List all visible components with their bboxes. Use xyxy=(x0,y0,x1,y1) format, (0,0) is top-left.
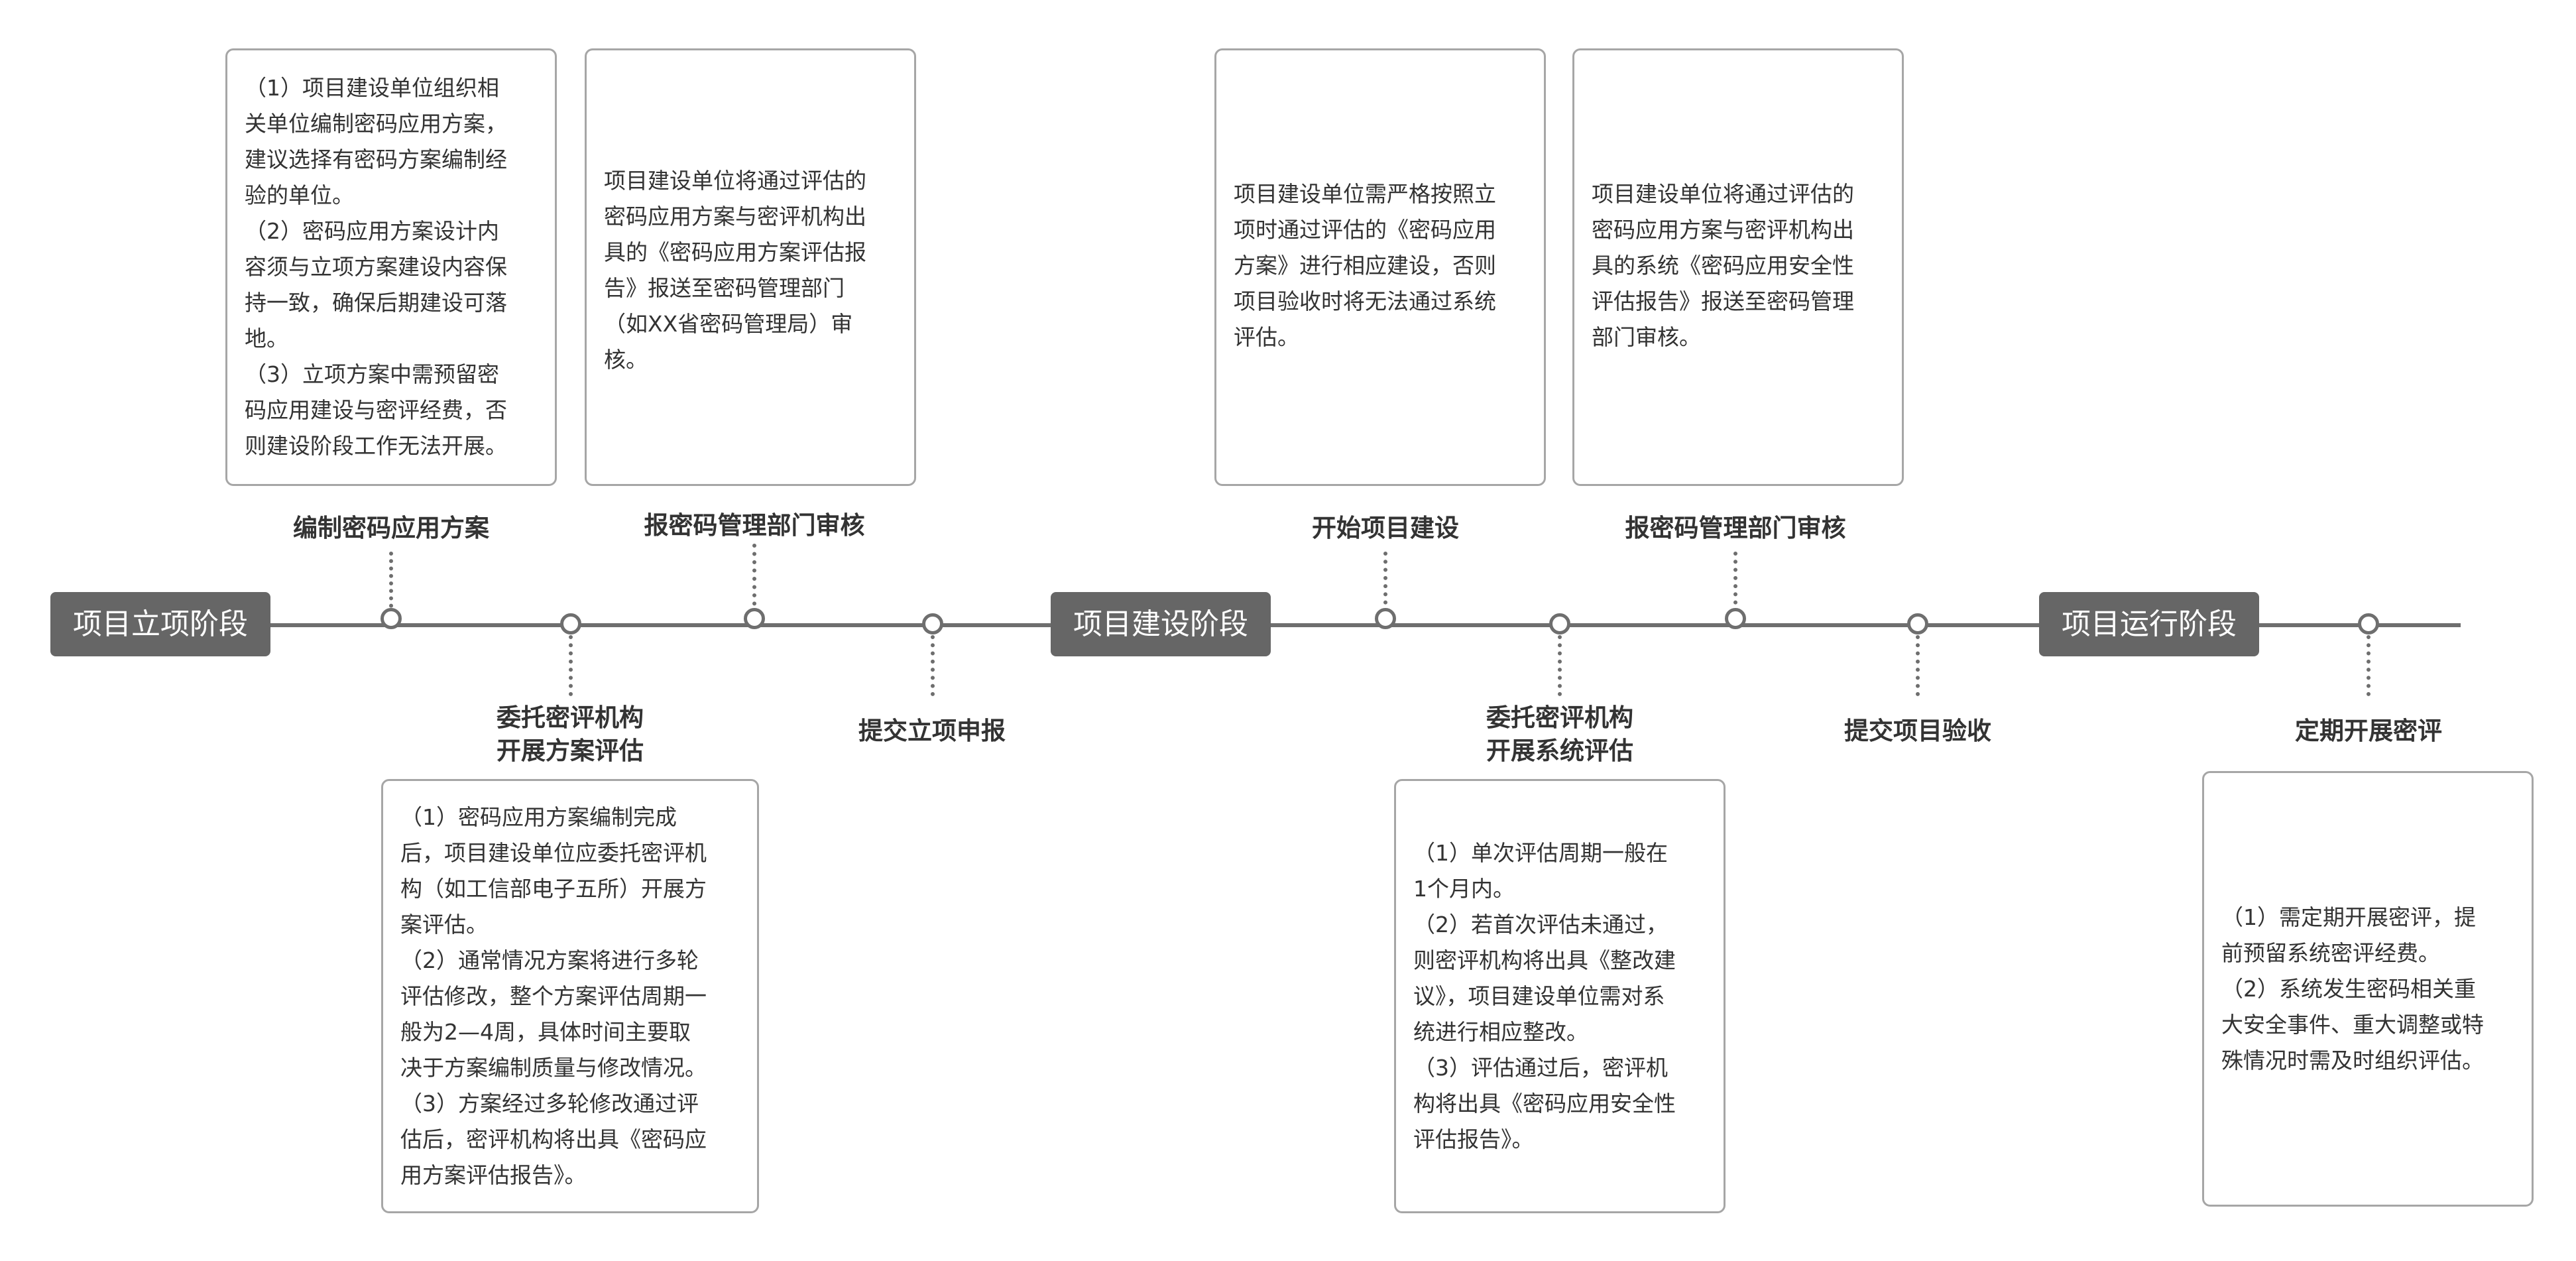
milestone-dot xyxy=(1907,613,1928,634)
connector-line xyxy=(752,544,756,614)
timeline-axis xyxy=(265,623,2461,627)
card-text: （1）项目建设单位组织相 关单位编制密码应用方案， 建议选择有密码方案编制经 验… xyxy=(245,75,507,459)
phase-construction: 项目建设阶段 xyxy=(1051,592,1271,656)
milestone-dot xyxy=(2358,613,2379,634)
card-text: 项目建设单位将通过评估的 密码应用方案与密评机构出 具的《密码应用方案评估报 告… xyxy=(604,168,866,373)
milestone-label-plan-review: 报密码管理部门审核 xyxy=(644,511,865,540)
connector-line xyxy=(1733,552,1737,613)
description-card: （1）项目建设单位组织相 关单位编制密码应用方案， 建议选择有密码方案编制经 验… xyxy=(225,48,557,486)
milestone-dot xyxy=(1725,608,1746,629)
connector-line xyxy=(1916,635,1920,696)
card-text: （1）单次评估周期一般在 1个月内。 （2）若首次评估未通过， 则密评机构将出具… xyxy=(1413,839,1676,1152)
connector-line xyxy=(569,635,573,696)
milestone-dot xyxy=(744,608,765,629)
milestone-label-submit-acceptance: 提交项目验收 xyxy=(1844,717,1991,745)
milestone-label-start-construction: 开始项目建设 xyxy=(1312,514,1459,542)
milestone-label-system-evaluation: 委托密评机构 开展系统评估 xyxy=(1486,703,1633,765)
milestone-label-system-review: 报密码管理部门审核 xyxy=(1625,514,1846,542)
milestone-dot xyxy=(922,613,943,634)
milestone-dot xyxy=(1549,613,1570,634)
description-card: 项目建设单位将通过评估的 密码应用方案与密评机构出 具的《密码应用方案评估报 告… xyxy=(585,48,916,486)
milestone-label-submit-initiation: 提交立项申报 xyxy=(858,717,1006,745)
description-card: （1）单次评估周期一般在 1个月内。 （2）若首次评估未通过， 则密评机构将出具… xyxy=(1394,779,1726,1213)
milestone-dot xyxy=(381,608,402,629)
milestone-label-periodic-evaluation: 定期开展密评 xyxy=(2295,717,2442,745)
phase-operation: 项目运行阶段 xyxy=(2039,592,2259,656)
connector-line xyxy=(1383,552,1387,613)
description-card: 项目建设单位将通过评估的 密码应用方案与密评机构出 具的系统《密码应用安全性 评… xyxy=(1572,48,1904,486)
card-text: 项目建设单位需严格按照立 项时通过评估的《密码应用 方案》进行相应建设，否则 项… xyxy=(1234,181,1496,350)
card-text: （1）需定期开展密评，提 前预留系统密评经费。 （2）系统发生密码相关重 大安全… xyxy=(2221,904,2484,1073)
phase-initiation: 项目立项阶段 xyxy=(50,592,270,656)
connector-line xyxy=(1558,635,1562,696)
description-card: 项目建设单位需严格按照立 项时通过评估的《密码应用 方案》进行相应建设，否则 项… xyxy=(1214,48,1546,486)
milestone-label-prepare-plan: 编制密码应用方案 xyxy=(293,514,489,542)
connector-line xyxy=(931,635,935,696)
milestone-dot xyxy=(1375,608,1396,629)
connector-line xyxy=(2367,635,2371,696)
card-text: （1）密码应用方案编制完成 后，项目建设单位应委托密评机 构（如工信部电子五所）… xyxy=(400,804,707,1188)
card-text: 项目建设单位将通过评估的 密码应用方案与密评机构出 具的系统《密码应用安全性 评… xyxy=(1592,181,1854,350)
milestone-label-plan-evaluation: 委托密评机构 开展方案评估 xyxy=(497,703,644,765)
milestone-dot xyxy=(560,613,581,634)
connector-line xyxy=(389,552,393,615)
description-card: （1）需定期开展密评，提 前预留系统密评经费。 （2）系统发生密码相关重 大安全… xyxy=(2202,771,2534,1207)
description-card: （1）密码应用方案编制完成 后，项目建设单位应委托密评机 构（如工信部电子五所）… xyxy=(381,779,759,1213)
